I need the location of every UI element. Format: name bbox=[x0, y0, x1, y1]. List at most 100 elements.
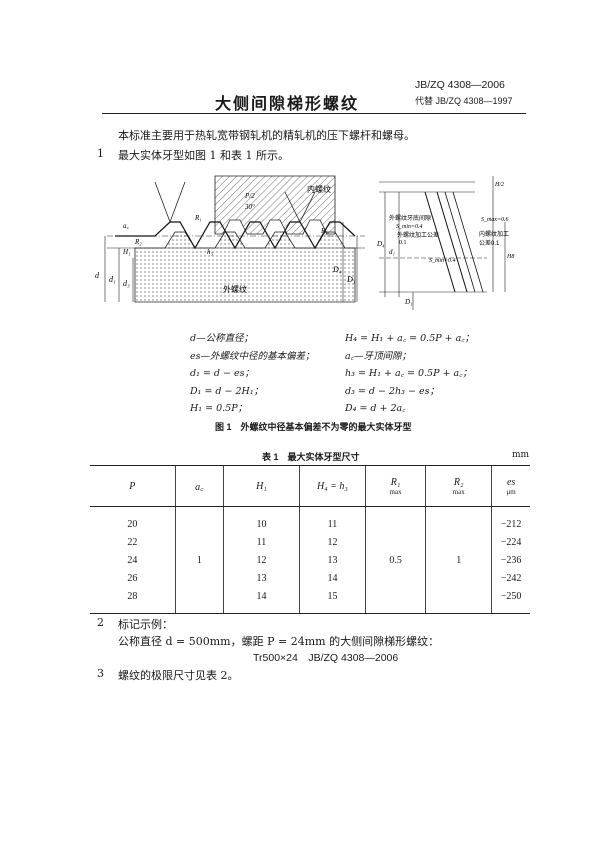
col-header-h1: H₁ bbox=[223, 465, 300, 507]
label-d: d bbox=[95, 271, 100, 280]
cell-p: 22 bbox=[127, 536, 138, 548]
table-row: 26 13 14 −242 bbox=[90, 569, 530, 587]
label-h3: h₃ bbox=[207, 248, 214, 256]
cell-h1: 10 bbox=[223, 515, 300, 533]
section-1-number: 1 bbox=[97, 147, 104, 160]
cell-ac bbox=[174, 569, 224, 587]
legend-right: H₄ = H₁ + a꜀ = 0.5P + a꜀； a꜀—牙顶间隙； h₃ = … bbox=[345, 330, 474, 418]
legend-right-item: a꜀—牙顶间隙； bbox=[345, 350, 411, 362]
label-R1: R₁ bbox=[194, 214, 202, 222]
cell-r2: 1 bbox=[425, 551, 492, 569]
cell-ac bbox=[174, 515, 224, 533]
label-ext-root-gap: 外螺纹牙底间隙 bbox=[389, 214, 431, 222]
label-D4-right: D₄ bbox=[376, 240, 385, 248]
label-ext-tol-value: 0.1 bbox=[399, 240, 407, 246]
legend-left-item: es—外螺纹中径的基本偏差； bbox=[190, 350, 315, 362]
detail-drawing bbox=[379, 176, 506, 310]
cell-r2 bbox=[425, 569, 492, 587]
table-caption: 表 1 最大实体牙型尺寸 bbox=[262, 452, 360, 462]
thread-profile-line bbox=[115, 221, 356, 250]
cell-ac bbox=[174, 587, 224, 605]
cell-es: −212 bbox=[491, 515, 530, 533]
cell-ac bbox=[174, 533, 224, 551]
cell-h4: 14 bbox=[298, 569, 366, 587]
cell-p: 26 bbox=[127, 572, 138, 584]
table-unit: mm bbox=[512, 450, 530, 460]
cell-p: 28 bbox=[127, 590, 138, 602]
cell-p: 20 bbox=[127, 518, 138, 530]
cell-r1 bbox=[364, 515, 426, 533]
label-smin-2: S_min=0.4 bbox=[429, 257, 456, 264]
cell-h4: 13 bbox=[298, 551, 366, 569]
cell-h4: 12 bbox=[298, 533, 366, 551]
cell-r2 bbox=[425, 515, 492, 533]
label-external-thread: 外螺纹 bbox=[223, 284, 247, 294]
label-R2-left: R₂ bbox=[134, 238, 142, 246]
cell-h4: 11 bbox=[298, 515, 366, 533]
label-angle: 30° bbox=[244, 203, 255, 211]
legend-left-item: d₁ = d − es； bbox=[190, 368, 254, 379]
legend-left-item: d—公称直径； bbox=[190, 333, 254, 344]
legend-left-item: D₁ = d − 2H₁； bbox=[190, 385, 264, 397]
section-2-heading: 标记示例： bbox=[118, 618, 173, 631]
cell-r2 bbox=[425, 533, 492, 551]
cell-r1: 0.5 bbox=[364, 551, 426, 569]
label-D4-left: D₄ bbox=[332, 265, 342, 274]
cell-r1 bbox=[364, 569, 426, 587]
col-header-h4: H₄ = h₃ bbox=[298, 465, 366, 507]
label-int-tol: 内螺纹加工 bbox=[479, 230, 509, 238]
section-3-number: 3 bbox=[97, 667, 104, 680]
label-internal-thread: 内螺纹 bbox=[307, 184, 331, 194]
label-smin-1: S_min=0.4 bbox=[396, 223, 423, 230]
label-d1-right: d₁ bbox=[389, 248, 395, 256]
label-int-tol-2: 公差0.1 bbox=[479, 239, 500, 247]
cell-h1: 11 bbox=[223, 533, 300, 551]
cell-h4: 15 bbox=[298, 587, 366, 605]
cell-r2 bbox=[425, 587, 492, 605]
document-title: 大侧间隙梯形螺纹 bbox=[215, 94, 360, 113]
label-d3: d₃ bbox=[123, 279, 130, 288]
label-D1-right: D₁ bbox=[404, 298, 413, 306]
table-row: 28 14 15 −250 bbox=[90, 587, 530, 605]
legend-left: d—公称直径； es—外螺纹中径的基本偏差； d₁ = d − es； D₁ =… bbox=[190, 330, 315, 418]
cell-p: 24 bbox=[127, 554, 138, 566]
cell-ac: 1 bbox=[174, 551, 224, 569]
cell-es: −236 bbox=[491, 551, 530, 569]
col-header-ac: a꜀ bbox=[174, 465, 224, 507]
cell-es: −250 bbox=[491, 587, 530, 605]
legend-left-item: H₁ = 0.5P； bbox=[190, 403, 248, 414]
legend-right-item: D₄ = d + 2a꜀ bbox=[345, 403, 406, 414]
cell-r1 bbox=[364, 587, 426, 605]
section-2-line: 公称直径 d = 500mm，螺距 P = 24mm 的大侧间隙梯形螺纹： bbox=[118, 635, 440, 648]
figure-1-thread-profile: 内螺纹 外螺纹 30° P/2 R₁ R₂ R₂ a꜀ H₁ h₃ d d₁ d… bbox=[95, 175, 514, 310]
intro-paragraph: 本标准主要用于热轧宽带钢轧机的精轧机的压下螺杆和螺母。 bbox=[118, 129, 415, 142]
label-ac: a꜀ bbox=[123, 222, 130, 230]
section-1-text: 最大实体牙型如图 1 和表 1 所示。 bbox=[118, 149, 289, 162]
table-row: 22 11 12 −224 bbox=[90, 533, 530, 551]
label-smax: S_max=0.6 bbox=[481, 217, 509, 223]
flank-construction-mid bbox=[284, 191, 316, 223]
figure-caption: 图 1 外螺纹中径基本偏差不为零的最大实体牙型 bbox=[215, 422, 412, 432]
cell-h1: 13 bbox=[223, 569, 300, 587]
flank-construction-left bbox=[154, 181, 186, 224]
label-H1: H₁ bbox=[122, 248, 131, 256]
label-D1-left: D₁ bbox=[346, 275, 356, 284]
label-p-half: P/2 bbox=[244, 192, 255, 200]
label-d1: d₁ bbox=[109, 275, 116, 284]
standard-code: JB/ZQ 4308—2006 bbox=[415, 79, 505, 91]
cell-h1: 14 bbox=[223, 587, 300, 605]
cell-h1: 12 bbox=[223, 551, 300, 569]
label-ext-tol: 外螺纹加工公差 bbox=[397, 231, 439, 239]
label-R2-right: R₂ bbox=[320, 227, 328, 235]
cell-es: −224 bbox=[491, 533, 530, 551]
section-2-number: 2 bbox=[97, 616, 104, 629]
legend-right-item: H₄ = H₁ + a꜀ = 0.5P + a꜀； bbox=[345, 333, 475, 344]
section-3-text: 螺纹的极限尺寸见表 2。 bbox=[118, 669, 239, 682]
table-row: 24 1 12 13 0.5 1 −236 bbox=[90, 551, 530, 569]
designation-example: Tr500×24 JB/ZQ 4308—2006 bbox=[253, 652, 399, 664]
legend-right-item: d₃ = d − 2h₃ − es； bbox=[345, 385, 439, 397]
